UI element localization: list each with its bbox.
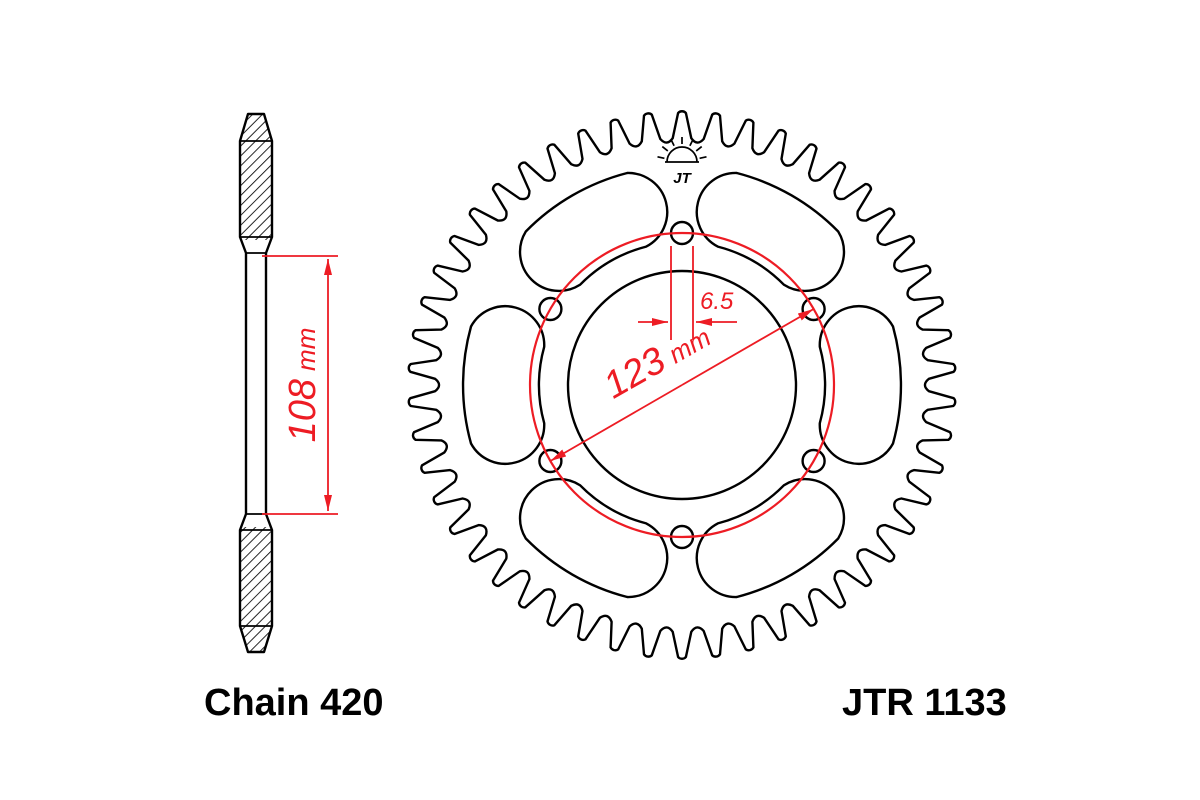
- lightening-slot: [818, 305, 903, 465]
- hub-span-dimension-label: 108 mm: [282, 328, 324, 443]
- part-number-label: JTR 1133: [842, 682, 1007, 724]
- lightening-slot: [461, 305, 546, 465]
- hole-dimension-label: 6.5: [700, 288, 734, 315]
- lightening-slot: [695, 477, 846, 599]
- lightening-slot: [518, 171, 669, 293]
- dimension-lines: [262, 231, 836, 539]
- jt-sun-logo-icon: [657, 137, 707, 163]
- dim-unit: mm: [291, 328, 321, 371]
- lightening-slot: [518, 477, 669, 599]
- sprocket-side-section-view: [238, 112, 274, 654]
- logo-jt-text: JT: [673, 170, 692, 187]
- dim-value: 6.5: [700, 288, 734, 315]
- lightening-slot: [695, 171, 846, 293]
- chain-size-label: Chain 420: [204, 682, 384, 724]
- bolt-circle: [528, 231, 836, 539]
- hatched-sections: [240, 114, 272, 652]
- dim-value: 108: [282, 379, 324, 442]
